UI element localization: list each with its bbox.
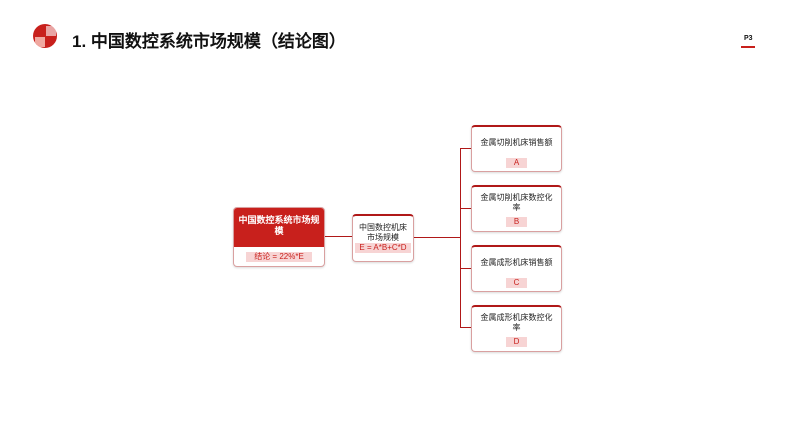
connector [460, 268, 471, 269]
connector [460, 208, 471, 209]
leaf-tag: C [505, 278, 528, 288]
leaf-title: 金属成形机床销售额 [480, 258, 553, 267]
leaf-node-c: 金属成形机床销售额 C [471, 245, 562, 292]
root-formula: 结论 = 22%*E [246, 252, 312, 262]
connector [412, 237, 460, 238]
connector [460, 327, 471, 328]
page-number: P3 [744, 35, 753, 42]
leaf-title: 金属切削机床数控化率 [480, 193, 553, 212]
middle-title: 中国数控机床市场规模 [359, 223, 407, 242]
middle-node: 中国数控机床市场规模 E = A*B+C*D [352, 214, 414, 262]
page-title: 1. 中国数控系统市场规模（结论图） [72, 32, 346, 51]
logo-icon [33, 24, 57, 48]
root-node: 中国数控系统市场规模 结论 = 22%*E [233, 207, 325, 267]
page-number-underline [741, 46, 755, 48]
middle-formula: E = A*B+C*D [355, 243, 411, 253]
leaf-node-d: 金属成形机床数控化率 D [471, 305, 562, 352]
leaf-tag: B [505, 217, 528, 227]
connector [460, 148, 461, 328]
leaf-tag: D [505, 337, 528, 347]
connector [460, 148, 471, 149]
leaf-node-a: 金属切削机床销售额 A [471, 125, 562, 172]
leaf-tag: A [505, 158, 528, 168]
connector [323, 236, 352, 237]
leaf-node-b: 金属切削机床数控化率 B [471, 185, 562, 232]
leaf-title: 金属切削机床销售额 [480, 138, 553, 147]
leaf-title: 金属成形机床数控化率 [480, 313, 553, 332]
root-title: 中国数控系统市场规模 [234, 208, 324, 247]
